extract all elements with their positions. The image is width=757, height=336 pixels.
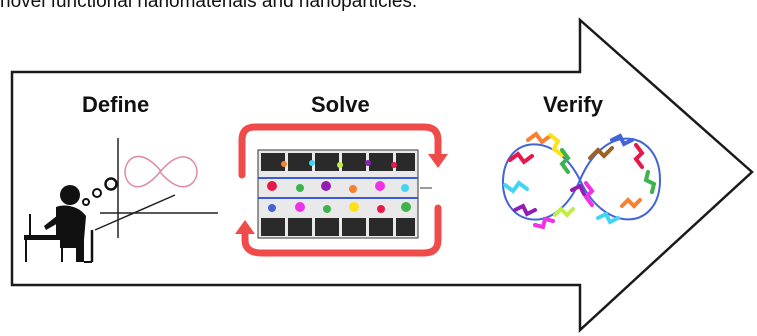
stage-label-verify: Verify xyxy=(543,92,603,117)
infinity-curve-icon xyxy=(94,138,218,238)
thought-bubble-icon xyxy=(82,177,118,206)
infinity-nanostructure-icon xyxy=(501,131,662,230)
stage-label-define: Define xyxy=(82,92,150,117)
person-at-desk-icon xyxy=(24,185,94,263)
caption-text: novel functional nanomaterials and nanop… xyxy=(0,0,418,12)
cycle-arrows-icon xyxy=(235,123,448,257)
stage-label-solve: Solve xyxy=(311,92,370,117)
filmstrip-icon xyxy=(257,149,432,239)
